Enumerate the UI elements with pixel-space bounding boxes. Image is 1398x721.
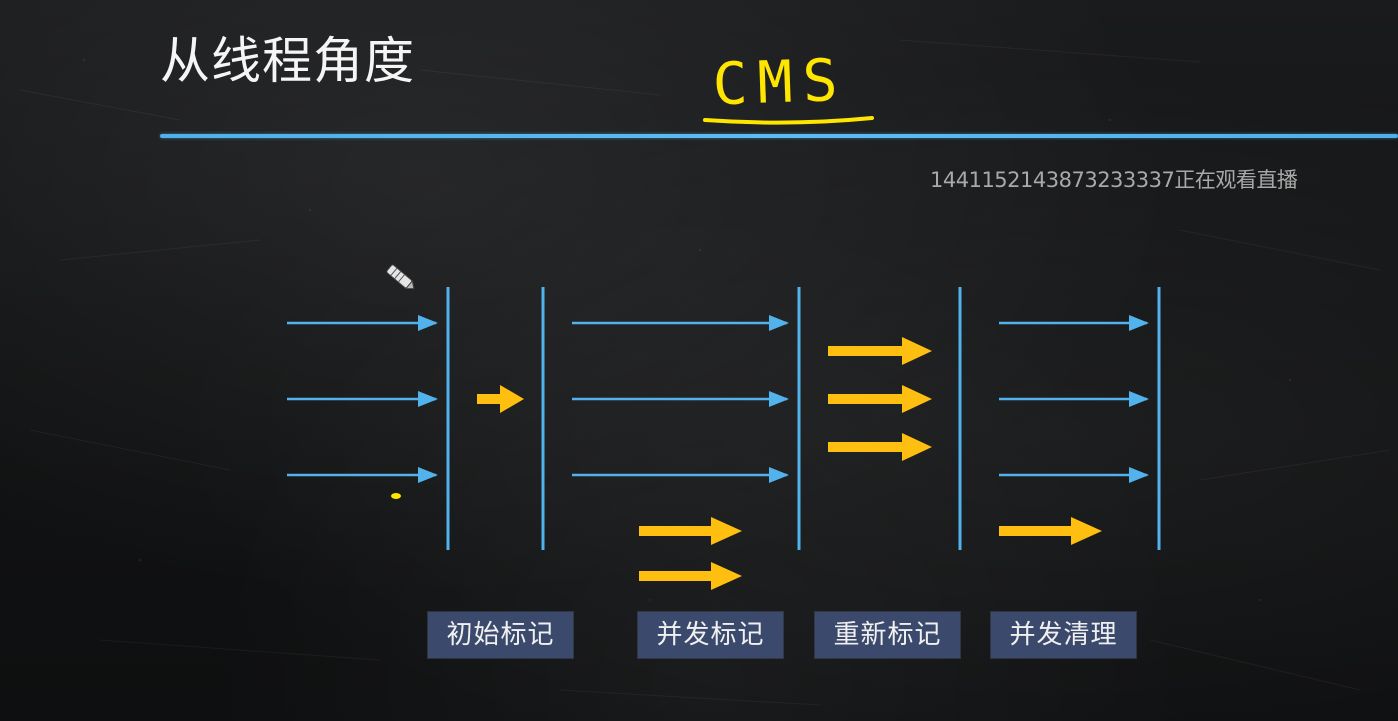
gc-thread-arrow: [828, 385, 932, 413]
handwritten-cms-annotation: CMS: [703, 46, 874, 125]
header-underline: [160, 134, 1398, 138]
phase-boundaries: [446, 287, 1161, 550]
gc-thread-arrow: [828, 337, 932, 365]
viewer-count-overlay: 1441152143873233337正在观看直播: [930, 168, 1298, 192]
gc-thread-arrow: [639, 562, 742, 590]
gc-thread-arrow: [477, 385, 524, 413]
gc-thread-arrow: [999, 517, 1102, 545]
application-threads: [287, 315, 1149, 483]
phase-label-concurrent-mark: 并发标记: [638, 612, 783, 658]
phase-label-concurrent-sweep: 并发清理: [991, 612, 1136, 658]
gc-threads: [477, 337, 1102, 590]
gc-thread-arrow: [828, 433, 932, 461]
gc-thread-arrow: [639, 517, 742, 545]
page-title: 从线程角度: [160, 32, 415, 90]
marker-pen-icon: [386, 264, 415, 290]
phase-label-initial-mark: 初始标记: [428, 612, 573, 658]
phase-label-remark: 重新标记: [815, 612, 960, 658]
cms-underline: [703, 116, 874, 125]
yellow-dot-mark: [391, 493, 401, 499]
cms-text: CMS: [712, 46, 849, 119]
